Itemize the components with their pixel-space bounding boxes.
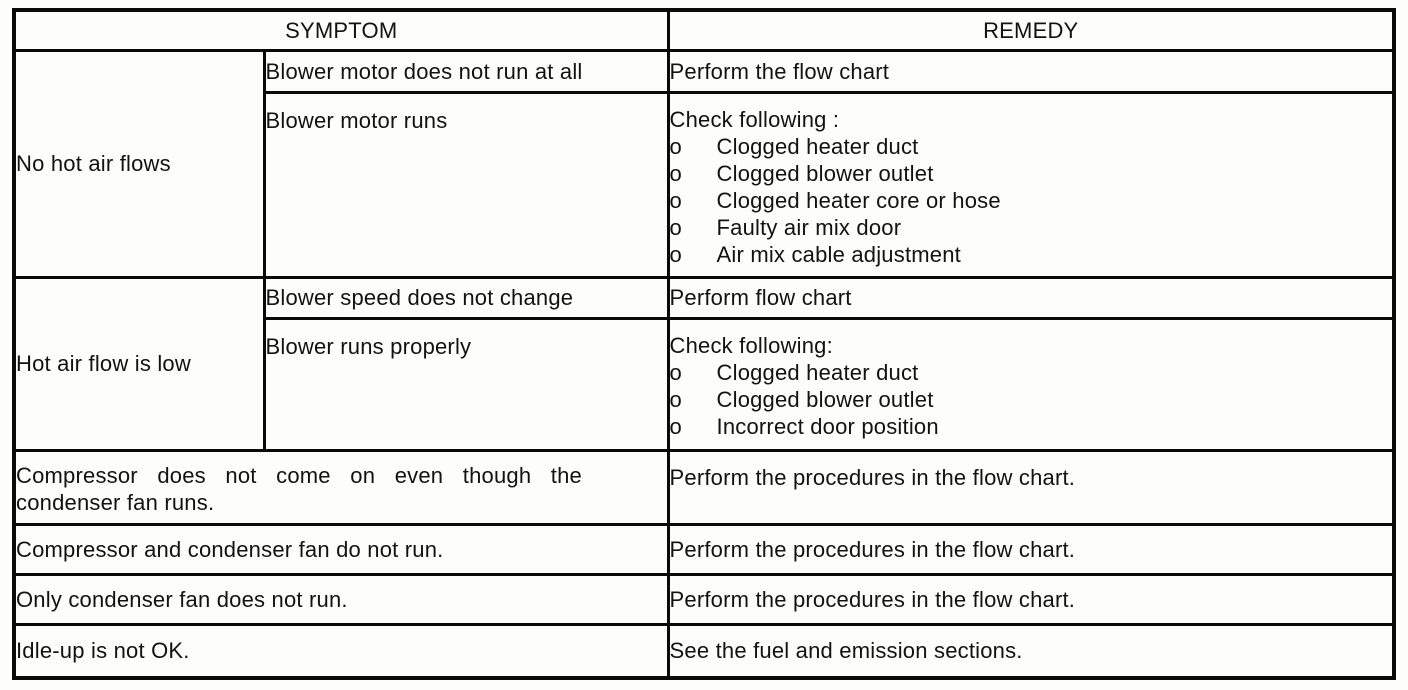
remedy-cell: Perform the procedures in the flow chart… [666,448,1396,526]
symptom-label: Compressor and condenser fan do not run. [16,536,444,562]
bullet-marker: o [669,413,682,439]
remedy-checklist-item: o Clogged blower outlet [669,386,1391,413]
symptom-cell: Compressor does not come on even though … [12,448,670,526]
remedy-label: Perform the procedures in the flow chart… [669,464,1076,490]
symptom-detail-cell: Blower motor runs [262,90,670,279]
table-row: Compressor does not come on even though … [12,448,1396,526]
table-header-row: SYMPTOM REMEDY [12,8,1396,52]
symptom-category-cell: No hot air flows [12,48,266,279]
remedy-checklist-item: o Air mix cable adjustment [669,241,1391,268]
symptom-cell: Compressor and condenser fan do not run. [12,522,670,576]
remedy-checklist-item-label: Clogged blower outlet [716,386,934,412]
remedy-label: Perform the procedures in the flow chart… [669,586,1076,612]
remedy-checklist-title: Check following : [669,106,840,132]
symptom-category-label: Hot air flow is low [16,351,191,376]
remedy-checklist-item-label: Clogged blower outlet [716,160,934,186]
remedy-label: Perform the flow chart [669,58,890,84]
remedy-checklist-item: o Faulty air mix door [669,214,1391,241]
symptom-detail-cell: Blower runs properly [262,316,670,452]
bullet-marker: o [669,214,682,240]
symptom-category-label: No hot air flows [16,151,171,176]
symptom-detail-cell: Blower motor does not run at all [262,48,670,94]
symptom-detail-cell: Blower speed does not change [262,275,670,320]
symptom-cell: Only condenser fan does not run. [12,572,670,626]
remedy-checklist-item-label: Faulty air mix door [716,214,902,240]
remedy-checklist-item-label: Clogged heater core or hose [716,187,1001,213]
remedy-checklist-item-label: Incorrect door position [716,413,939,439]
remedy-cell: Perform the procedures in the flow chart… [666,572,1396,626]
remedy-checklist-item-label: Clogged heater duct [716,359,919,385]
remedy-checklist-item: o Clogged heater core or hose [669,187,1391,214]
remedy-label: Perform the procedures in the flow chart… [669,536,1076,562]
remedy-checklist-item-label: Air mix cable adjustment [716,241,961,267]
bullet-marker: o [669,386,682,412]
remedy-label: See the fuel and emission sections. [669,638,1023,664]
remedy-cell: Perform the procedures in the flow chart… [666,522,1396,576]
remedy-checklist-item: o Clogged blower outlet [669,160,1391,187]
table-row: Compressor and condenser fan do not run.… [12,522,1396,576]
bullet-marker: o [669,241,682,267]
symptom-label: Idle-up is not OK. [16,638,190,664]
symptom-cell: Idle-up is not OK. [12,622,670,680]
remedy-column-header: REMEDY [666,8,1396,52]
remedy-checklist-item: o Incorrect door position [669,413,1391,440]
table-row: Idle-up is not OK. See the fuel and emis… [12,622,1396,680]
remedy-checklist-item-label: Clogged heater duct [716,133,919,159]
symptom-category-cell: Hot air flow is low [12,275,266,452]
symptom-label: Only condenser fan does not run. [16,586,348,612]
symptom-label: Compressor does not come on even though … [16,462,582,515]
symptom-remedy-table: SYMPTOM REMEDY No hot air flows Blower m… [12,8,1397,680]
symptom-column-header: SYMPTOM [12,8,670,52]
bullet-marker: o [669,133,682,159]
symptom-detail-label: Blower motor runs [265,107,448,133]
bullet-marker: o [669,160,682,186]
symptom-detail-label: Blower runs properly [265,333,472,359]
remedy-checklist-title: Check following: [669,332,833,358]
remedy-checklist-item: o Clogged heater duct [669,359,1391,386]
remedy-checklist-item: o Clogged heater duct [669,133,1391,160]
table-row: No hot air flows Blower motor does not r… [12,48,1396,279]
remedy-cell: Perform flow chart [666,275,1396,320]
symptom-detail-label: Blower motor does not run at all [265,58,583,84]
bullet-marker: o [669,359,682,385]
table-row: Only condenser fan does not run. Perform… [12,572,1396,626]
bullet-marker: o [669,187,682,213]
table-row: Hot air flow is low Blower speed does no… [12,275,1396,452]
remedy-cell: Perform the flow chart [666,48,1396,94]
remedy-cell: See the fuel and emission sections. [666,622,1396,680]
remedy-label: Perform flow chart [669,285,852,310]
symptom-detail-label: Blower speed does not change [265,285,574,310]
